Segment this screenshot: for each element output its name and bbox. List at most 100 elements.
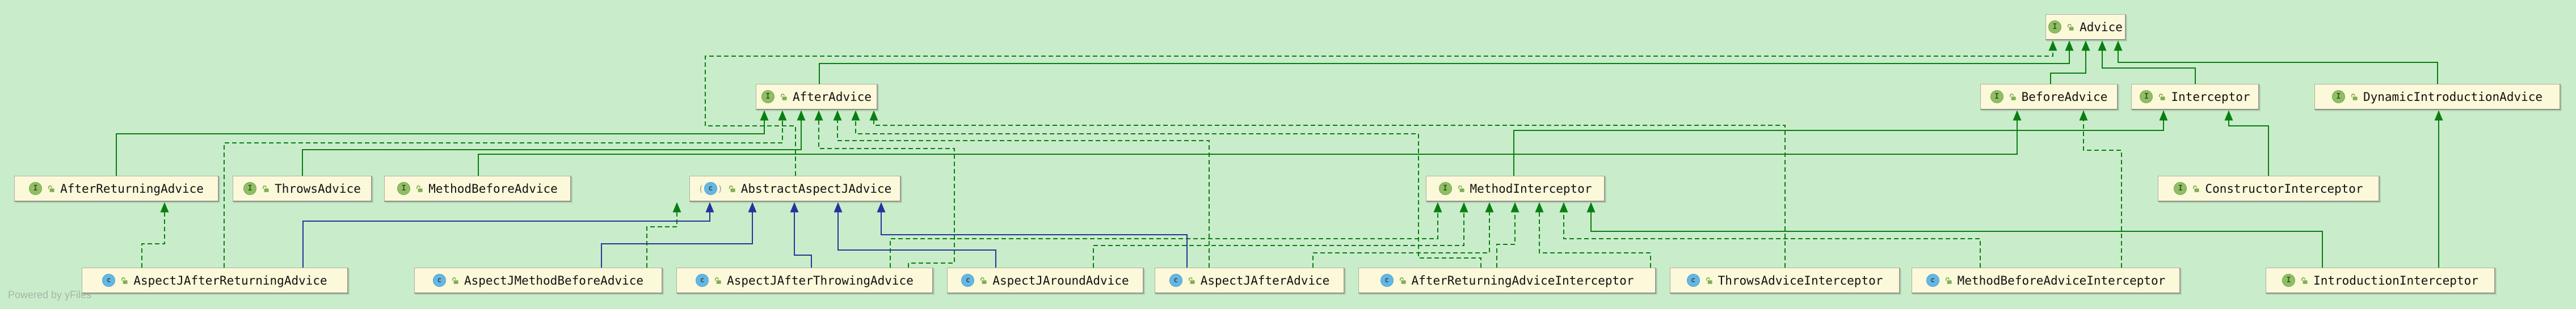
class-icon: c [1686,274,1700,287]
class-icon: c [961,274,975,287]
class-box-advice[interactable]: I Advice [2045,14,2126,40]
interface-icon: I [2048,20,2062,33]
edge-aspectj-after-throwing-advice-to-abstract-aspectj-advice-extends [790,202,812,268]
class-box-constructor-interceptor[interactable]: I ConstructorInterceptor [2158,176,2380,202]
public-lock-icon [120,277,128,285]
interface-icon: I [1438,182,1452,195]
edge-throws-advice-interceptor-to-after-advice-implements [869,110,1786,268]
interface-icon: I [2331,90,2345,103]
edge-aspectj-method-before-advice-to-method-before-advice-implements [646,202,681,268]
edge-interceptor-to-advice-extends [2098,40,2196,84]
public-lock-icon [415,185,423,193]
class-name-label: ThrowsAdviceInterceptor [1718,273,1883,287]
class-icon: c [1169,274,1182,287]
class-box-throws-advice-interceptor[interactable]: c ThrowsAdviceInterceptor [1670,268,1900,294]
edge-aspectj-after-throwing-advice-to-after-advice-implements [814,110,955,268]
interface-icon: I [243,182,257,195]
edge-aspectj-after-advice-to-method-interceptor-implements [1312,202,1494,268]
public-lock-icon [451,277,459,285]
class-box-after-returning-advice[interactable]: I AfterReturningAdvice [14,176,219,202]
public-lock-icon [2158,93,2166,101]
class-box-method-before-advice[interactable]: I MethodBeforeAdvice [384,176,571,202]
class-box-after-returning-advice-interceptor[interactable]: c AfterReturningAdviceInterceptor [1358,268,1656,294]
edge-method-before-advice-interceptor-to-method-interceptor-implements [1559,202,1981,268]
class-name-label: AspectJAfterThrowingAdvice [727,273,914,287]
interface-icon: I [29,182,43,195]
edge-aspectj-around-advice-to-method-interceptor-implements [1093,202,1468,268]
public-lock-icon [979,277,987,285]
edge-method-interceptor-to-interceptor-extends [1513,110,2168,176]
class-icon: c [102,274,116,287]
public-lock-icon [2192,185,2200,193]
yfiles-watermark: Powered by yFiles [8,289,92,300]
class-icon: c [1926,274,1939,287]
edge-method-before-advice-interceptor-to-before-advice-implements [2079,110,2122,268]
class-name-label: AspectJAroundAdvice [992,273,1129,287]
class-box-method-interceptor[interactable]: I MethodInterceptor [1426,176,1605,202]
edge-throws-advice-interceptor-to-method-interceptor-implements [1535,202,1651,268]
public-lock-icon [2066,23,2074,31]
edge-throws-advice-to-after-advice-extends [302,110,806,176]
class-box-before-advice[interactable]: I BeforeAdvice [1980,84,2118,110]
class-box-method-before-advice-interceptor[interactable]: c MethodBeforeAdviceInterceptor [1912,268,2181,294]
class-name-label: AfterAdvice [792,90,872,104]
edge-method-before-advice-to-before-advice-extends [478,110,2022,176]
public-lock-icon [714,277,722,285]
class-name-label: Advice [2080,20,2123,34]
public-lock-icon [2350,93,2358,101]
class-name-label: AfterReturningAdvice [60,181,204,196]
class-name-label: MethodBeforeAdviceInterceptor [1957,273,2166,287]
public-lock-icon [1705,277,1713,285]
class-box-aspectj-after-returning-advice[interactable]: c AspectJAfterReturningAdvice [82,268,348,294]
class-name-label: IntroductionInterceptor [2313,273,2478,287]
class-box-abstract-aspectj-advice[interactable]: (c) AbstractAspectJAdvice [689,176,901,202]
public-lock-icon [2009,93,2017,101]
class-box-aspectj-around-advice[interactable]: c AspectJAroundAdvice [947,268,1144,294]
interface-icon: I [1990,90,2003,103]
class-name-label: ConstructorInterceptor [2205,181,2363,196]
edge-constructor-interceptor-to-interceptor-extends [2224,110,2269,176]
abstract-class-icon: (c) [698,182,723,195]
edge-dynamic-introduction-advice-to-advice-extends [2114,40,2438,84]
class-name-label: AspectJAfterReturningAdvice [133,273,327,287]
interface-icon: I [2140,90,2153,103]
class-icon: c [696,274,709,287]
edge-introduction-interceptor-to-method-interceptor-extends [1586,202,2323,268]
public-lock-icon [1457,185,1465,193]
edge-after-returning-advice-interceptor-to-method-interceptor-implements [1496,202,1519,268]
class-box-aspectj-after-throwing-advice[interactable]: c AspectJAfterThrowingAdvice [676,268,933,294]
class-icon: c [1380,274,1394,287]
edge-after-returning-advice-to-after-advice-extends [116,110,769,176]
public-lock-icon [1399,277,1407,285]
class-name-label: BeforeAdvice [2021,90,2108,104]
class-box-throws-advice[interactable]: I ThrowsAdvice [233,176,372,202]
edge-aspectj-method-before-advice-to-abstract-aspectj-advice-extends [601,202,757,268]
class-name-label: MethodBeforeAdvice [428,181,558,196]
class-name-label: MethodInterceptor [1470,181,1592,196]
class-name-label: AfterReturningAdviceInterceptor [1411,273,1634,287]
interface-icon: I [397,182,411,195]
edge-aspectj-after-advice-to-abstract-aspectj-advice-extends [877,202,1188,268]
edge-after-returning-advice-interceptor-to-after-advice-implements [851,110,1481,268]
edge-aspectj-after-returning-advice-to-after-returning-advice-implements [141,202,169,268]
public-lock-icon [1188,277,1196,285]
edge-aspectj-after-throwing-advice-to-method-interceptor-implements [890,202,1442,268]
public-lock-icon [2300,277,2308,285]
interface-icon: I [2174,182,2187,195]
class-name-label: AspectJMethodBeforeAdvice [464,273,644,287]
class-name-label: ThrowsAdvice [275,181,361,196]
edge-aspectj-around-advice-to-abstract-aspectj-advice-extends [834,202,996,268]
class-name-label: AspectJAfterAdvice [1200,273,1330,287]
public-lock-icon [262,185,270,193]
public-lock-icon [780,93,788,101]
class-box-aspectj-after-advice[interactable]: c AspectJAfterAdvice [1155,268,1345,294]
class-name-label: AbstractAspectJAdvice [740,181,892,196]
edge-before-advice-to-advice-extends [2050,40,2090,84]
